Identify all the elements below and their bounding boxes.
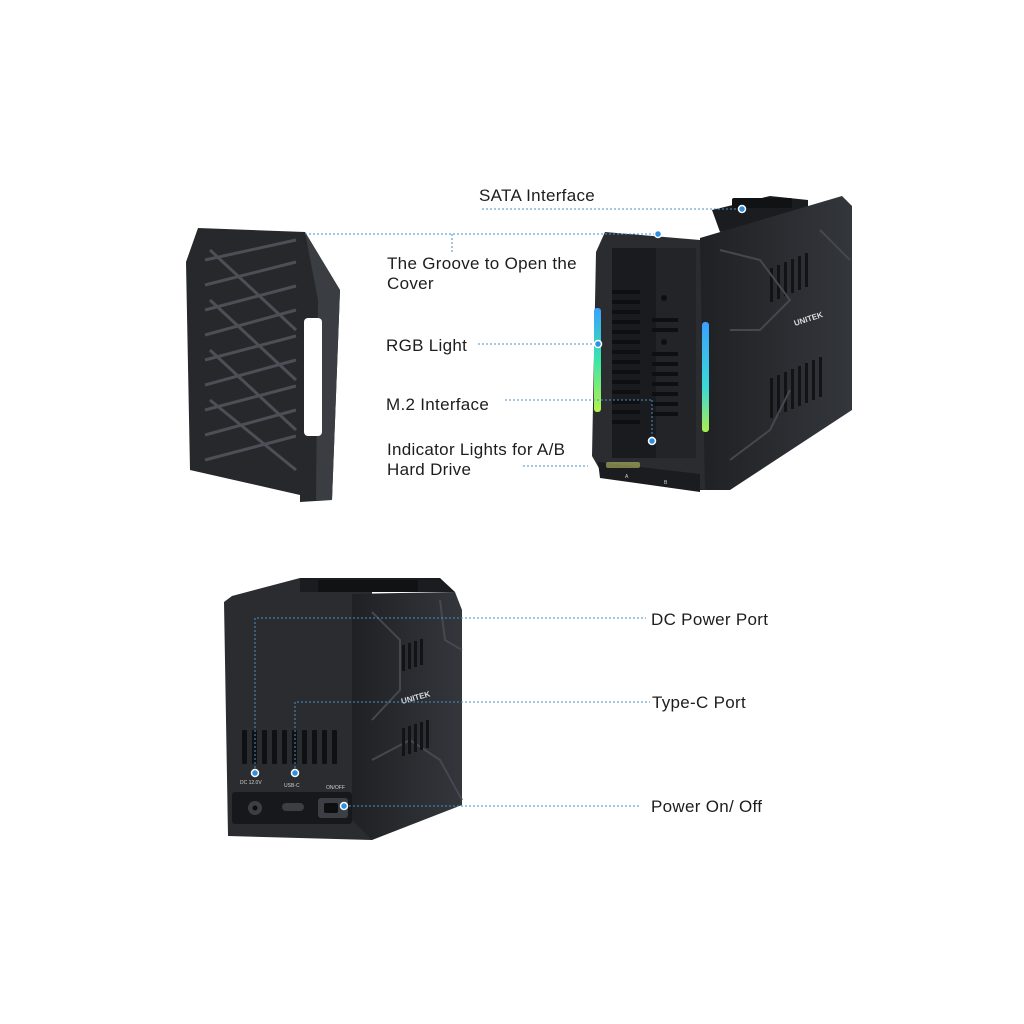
m2-interface-label: M.2 Interface — [386, 395, 490, 414]
sata-interface-label: SATA Interface — [479, 186, 596, 205]
leader-dot-icon — [290, 768, 300, 778]
callout-dots — [250, 204, 747, 811]
groove-label: The Groove to Open the Cover — [387, 254, 577, 293]
leader-dot-icon — [647, 436, 657, 446]
rgb-light-right — [702, 322, 709, 432]
bay-b-label: B — [664, 480, 668, 486]
rgb-light-label: RGB Light — [386, 336, 468, 355]
leader-dot-icon — [339, 801, 349, 811]
leader-dot-icon — [737, 204, 747, 214]
dock-rear: UNITEK DC 12.0V USB-C ON/OFF — [224, 578, 463, 840]
type-c-port — [282, 803, 304, 811]
indicator-lights-label: Indicator Lights for A/B Hard Drive — [387, 440, 566, 479]
rgb-light-left — [594, 308, 601, 412]
dock-cover — [186, 228, 340, 502]
dc-power-port-label: DC Power Port — [651, 610, 769, 629]
dock-front: UNITEK A B — [592, 196, 852, 492]
type-c-port-label: Type-C Port — [652, 693, 746, 712]
leader-dot-icon — [593, 339, 603, 349]
usb-port-label: USB-C — [284, 783, 300, 789]
switch-label: ON/OFF — [326, 785, 345, 791]
callout-lines — [254, 208, 742, 807]
power-on-off-label: Power On/ Off — [651, 797, 763, 816]
leader-dot-icon — [653, 229, 663, 239]
bay-a-label: A — [625, 474, 629, 480]
dc-port-label: DC 12.0V — [240, 780, 262, 786]
leader-dot-icon — [250, 768, 260, 778]
